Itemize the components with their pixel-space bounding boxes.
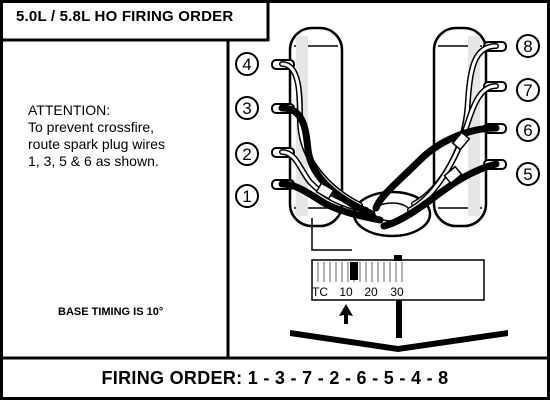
right-plug-boots: [483, 41, 507, 170]
timing-scale: TC 10 20 30: [311, 255, 485, 301]
cylinder-number-7: 7: [523, 81, 532, 100]
attention-line-2: route spark plug wires: [28, 136, 165, 152]
diagram-title: 5.0L / 5.8L HO FIRING ORDER: [16, 8, 234, 25]
right-cylinder-labels: 8 7 6 5: [516, 34, 540, 186]
cylinder-number-2: 2: [242, 145, 251, 164]
tick-label-tc: TC: [312, 285, 328, 299]
attention-line-1: To prevent crossfire,: [28, 119, 155, 135]
up-arrow-icon: [339, 304, 353, 324]
base-timing-note: BASE TIMING IS 10°: [58, 306, 164, 318]
timing-lead-line: [311, 218, 352, 251]
cylinder-number-6: 6: [523, 121, 532, 140]
title-box-border: [1, 1, 270, 42]
tick-label-20: 20: [364, 285, 378, 299]
attention-line-3: 1, 3, 5 & 6 as shown.: [28, 153, 159, 169]
firing-order-footer: FIRING ORDER: 1 - 3 - 7 - 2 - 6 - 5 - 4 …: [101, 368, 449, 388]
left-cylinder-labels: 4 3 2 1: [235, 52, 259, 208]
cylinder-number-1: 1: [242, 187, 251, 206]
tick-label-30: 30: [390, 285, 404, 299]
cylinder-number-3: 3: [242, 99, 251, 118]
spark-plug-wires: [278, 43, 500, 230]
tick-label-10: 10: [339, 285, 353, 299]
attention-note: ATTENTION: To prevent crossfire, route s…: [28, 102, 218, 170]
cylinder-number-8: 8: [523, 37, 532, 56]
cylinder-number-4: 4: [242, 55, 251, 74]
attention-heading: ATTENTION:: [28, 102, 111, 118]
damper-stand: [290, 300, 508, 352]
timing-pointer-mark: [350, 262, 358, 280]
cylinder-number-5: 5: [523, 165, 532, 184]
